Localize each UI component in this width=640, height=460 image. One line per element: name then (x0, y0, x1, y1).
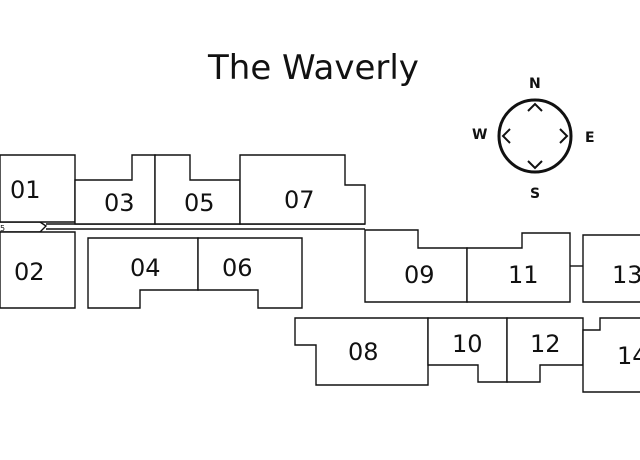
unit-05[interactable]: 05 (154, 154, 241, 225)
unit-06-label: 06 (222, 254, 253, 282)
unit-03[interactable]: 03 (74, 154, 156, 225)
unit-13[interactable]: 13 (570, 234, 640, 303)
unit-04-label: 04 (130, 254, 161, 282)
unit-11-label: 11 (508, 261, 539, 289)
unit-06[interactable]: 06 (197, 237, 303, 309)
unit-07[interactable]: 07 (239, 154, 366, 225)
unit-07-label: 07 (284, 186, 315, 214)
building-title-text: The Waverly (208, 48, 419, 88)
unit-12[interactable]: 12 (506, 317, 584, 383)
unit-08-label: 08 (348, 338, 379, 366)
edge-mark: 5 (0, 224, 5, 233)
unit-04[interactable]: 04 (87, 237, 199, 309)
unit-02-label: 02 (14, 258, 45, 286)
unit-11[interactable]: 11 (466, 232, 571, 303)
unit-10-label: 10 (452, 330, 483, 358)
unit-05-label: 05 (184, 189, 215, 217)
compass-rose: N E S W (472, 76, 595, 202)
compass-south: S (530, 186, 540, 202)
compass-circle (497, 98, 573, 174)
unit-13-label: 13 (612, 261, 640, 289)
unit-08[interactable]: 08 (294, 317, 429, 386)
unit-09-label: 09 (404, 261, 435, 289)
unit-01-label: 01 (10, 176, 41, 204)
unit-02[interactable]: 02 (0, 231, 76, 309)
unit-01[interactable]: 01 (0, 154, 76, 223)
unit-09[interactable]: 09 (364, 229, 468, 303)
compass-east: E (585, 130, 595, 146)
compass-west: W (472, 127, 487, 143)
unit-10[interactable]: 10 (427, 317, 508, 383)
unit-14-label: 14 (617, 342, 640, 370)
compass-arrows (501, 102, 569, 170)
unit-03-label: 03 (104, 189, 135, 217)
compass-north: N (529, 76, 541, 92)
unit-12-label: 12 (530, 330, 561, 358)
unit-14[interactable]: 14 (582, 317, 640, 393)
